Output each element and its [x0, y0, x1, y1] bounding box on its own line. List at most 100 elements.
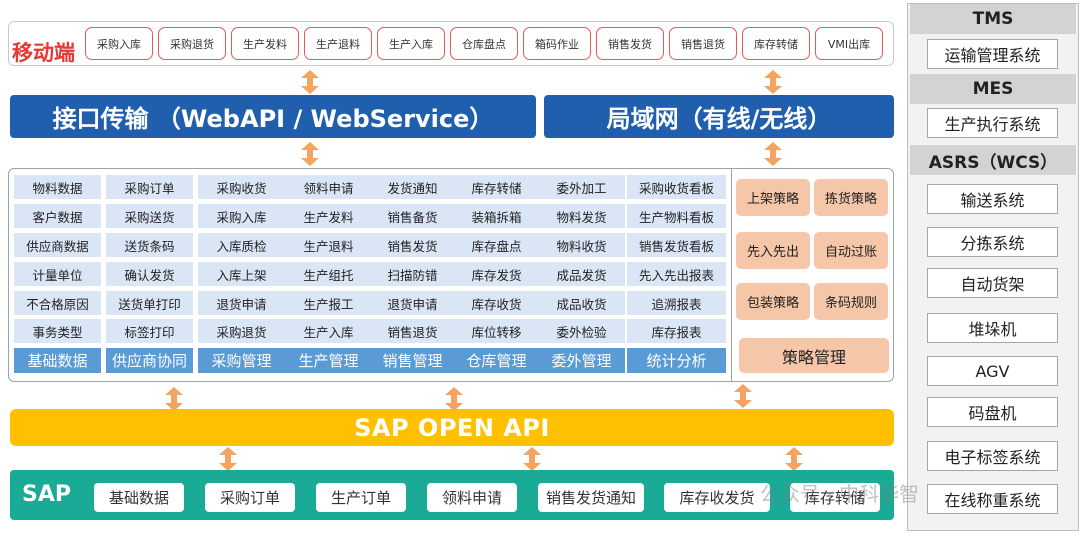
- sap-item: 销售发货通知: [538, 483, 644, 512]
- system-item: 输送系统: [927, 184, 1058, 214]
- system-item: 码盘机: [927, 397, 1058, 427]
- double-arrow-icon: [764, 142, 782, 166]
- module-cell: 确认发货: [106, 262, 193, 286]
- module-cell: 销售备货: [369, 204, 456, 228]
- module-cell: 客户数据: [14, 204, 101, 228]
- module-cell: 成品发货: [538, 262, 625, 286]
- mobile-label: 移动端: [12, 41, 75, 65]
- mobile-item: 生产发料: [231, 27, 299, 60]
- system-item: 生产执行系统: [927, 108, 1058, 138]
- mobile-item: 库存转储: [742, 27, 810, 60]
- module-cell: 生产退料: [285, 233, 372, 257]
- module-cell: 标签打印: [106, 319, 193, 343]
- module-category: 统计分析: [627, 348, 726, 373]
- watermark: 公众号 · 中科华智: [760, 482, 920, 506]
- strategy-item: 包装策略: [736, 283, 810, 320]
- double-arrow-icon: [764, 70, 782, 94]
- double-arrow-icon: [523, 447, 541, 471]
- module-cell: 委外检验: [538, 319, 625, 343]
- module-cell: 送货单打印: [106, 291, 193, 315]
- module-cell: 发货通知: [369, 175, 456, 199]
- module-category: 供应商协同: [106, 348, 193, 373]
- module-cell: 采购送货: [106, 204, 193, 228]
- mobile-item: 仓库盘点: [450, 27, 518, 60]
- module-cell: 采购订单: [106, 175, 193, 199]
- system-item: 在线称重系统: [927, 484, 1058, 514]
- system-item: 自动货架: [927, 268, 1058, 298]
- mobile-item: 箱码作业: [523, 27, 591, 60]
- panel-divider: [731, 169, 732, 381]
- sap-item: 领料申请: [427, 483, 517, 512]
- module-cell: 生产报工: [285, 291, 372, 315]
- sap-item: 生产订单: [316, 483, 406, 512]
- system-item: 运输管理系统: [927, 39, 1058, 69]
- module-cell: 事务类型: [14, 319, 101, 343]
- module-cell: 销售发货: [369, 233, 456, 257]
- module-cell: 送货条码: [106, 233, 193, 257]
- mobile-item: 销售退货: [669, 27, 737, 60]
- module-cell: 库位转移: [453, 319, 540, 343]
- module-cell: 生产组托: [285, 262, 372, 286]
- sap-item: 库存收发货: [664, 483, 770, 512]
- module-cell: 物料收货: [538, 233, 625, 257]
- double-arrow-icon: [165, 387, 183, 411]
- sap-item: 采购订单: [205, 483, 295, 512]
- module-cell: 采购收货: [198, 175, 285, 199]
- sap-label: SAP: [22, 482, 71, 507]
- module-category: 生产管理: [285, 348, 372, 373]
- module-cell: 委外加工: [538, 175, 625, 199]
- module-category: 委外管理: [538, 348, 625, 373]
- mobile-item: 销售发货: [596, 27, 664, 60]
- double-arrow-icon: [219, 447, 237, 471]
- module-cell: 库存发货: [453, 262, 540, 286]
- sap-item: 基础数据: [94, 483, 184, 512]
- module-cell: 库存报表: [627, 319, 726, 343]
- strategy-item: 上架策略: [736, 179, 810, 216]
- system-item: AGV: [927, 356, 1058, 386]
- sap-open-api-bar: SAP OPEN API: [10, 409, 894, 446]
- module-cell: 销售发货看板: [627, 233, 726, 257]
- module-category: 基础数据: [14, 348, 101, 373]
- module-category: 销售管理: [369, 348, 456, 373]
- module-cell: 供应商数据: [14, 233, 101, 257]
- module-cell: 退货申请: [369, 291, 456, 315]
- double-arrow-icon: [301, 70, 319, 94]
- tms-header: TMS: [910, 4, 1076, 34]
- lan-bar: 局域网（有线/无线）: [544, 95, 894, 138]
- module-cell: 追溯报表: [627, 291, 726, 315]
- module-cell: 计量单位: [14, 262, 101, 286]
- mes-header: MES: [910, 74, 1076, 104]
- module-cell: 入库质检: [198, 233, 285, 257]
- double-arrow-icon: [301, 142, 319, 166]
- module-cell: 生产物料看板: [627, 204, 726, 228]
- module-cell: 采购入库: [198, 204, 285, 228]
- system-item: 电子标签系统: [927, 441, 1058, 471]
- module-category: 采购管理: [198, 348, 285, 373]
- module-cell: 领料申请: [285, 175, 372, 199]
- module-cell: 销售退货: [369, 319, 456, 343]
- mobile-item: 采购入库: [85, 27, 153, 60]
- module-cell: 退货申请: [198, 291, 285, 315]
- module-cell: 物料数据: [14, 175, 101, 199]
- mobile-item: 生产入库: [377, 27, 445, 60]
- module-cell: 采购退货: [198, 319, 285, 343]
- module-cell: 物料发货: [538, 204, 625, 228]
- module-cell: 先入先出报表: [627, 262, 726, 286]
- module-cell: 库存转储: [453, 175, 540, 199]
- system-item: 堆垛机: [927, 313, 1058, 343]
- double-arrow-icon: [734, 384, 752, 408]
- asrs-header: ASRS（WCS）: [910, 145, 1076, 175]
- module-cell: 不合格原因: [14, 291, 101, 315]
- module-cell: 生产发料: [285, 204, 372, 228]
- module-cell: 库存收货: [453, 291, 540, 315]
- module-cell: 成品收货: [538, 291, 625, 315]
- mobile-item: 采购退货: [158, 27, 226, 60]
- strategy-item: 自动过账: [814, 232, 888, 269]
- mobile-item: VMI出库: [815, 27, 883, 60]
- sap-item: 库存转储: [790, 483, 880, 512]
- strategy-item: 拣货策略: [814, 179, 888, 216]
- strategy-header: 策略管理: [739, 338, 889, 373]
- module-category: 仓库管理: [453, 348, 540, 373]
- double-arrow-icon: [785, 447, 803, 471]
- system-item: 分拣系统: [927, 227, 1058, 257]
